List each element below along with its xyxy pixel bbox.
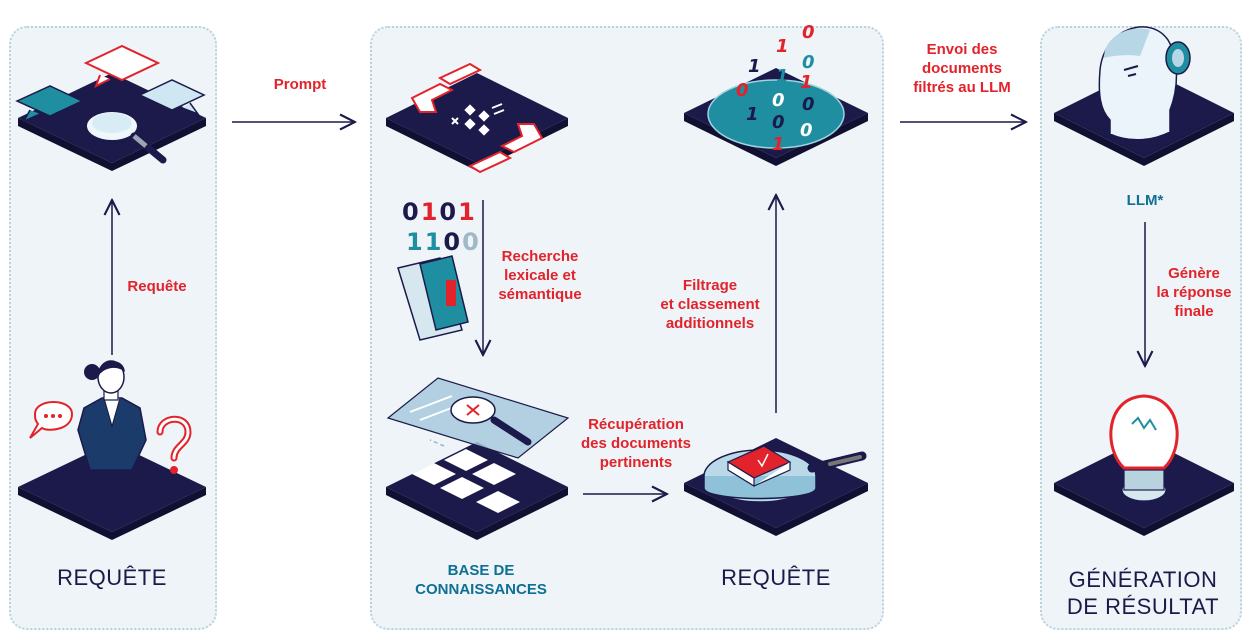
- label-recherche-line: lexicale et: [504, 267, 576, 284]
- portal-digit: 0: [802, 22, 815, 43]
- label-genere-line: Génère: [1168, 265, 1220, 282]
- label-recherche-line: Recherche: [501, 248, 579, 265]
- robot-head-illustration: [1054, 26, 1234, 166]
- svg-text:1100: 1100: [406, 228, 481, 256]
- label-recherche-line: sémantique: [498, 286, 582, 303]
- title-requete-left: REQUÊTE: [17, 564, 207, 591]
- label-prompt: Prompt: [255, 75, 345, 94]
- label-filtrage-line: additionnels: [665, 315, 755, 332]
- chat-search-illustration: [15, 44, 206, 171]
- light-bulb-illustration: [1054, 394, 1234, 536]
- label-genere-line: finale: [1174, 303, 1214, 320]
- label-recuperation-line: Récupération: [588, 416, 684, 433]
- label-envoi: Envoi des documents filtrés au LLM: [902, 40, 1022, 97]
- svg-text:0101: 0101: [402, 198, 477, 226]
- label-genere-line: la réponse: [1156, 284, 1232, 301]
- title-llm-text: LLM*: [1126, 192, 1164, 209]
- flow-arrows: [112, 122, 1145, 494]
- book-search-illustration: [684, 438, 868, 536]
- binary-portal-illustration: 0 1 0 1 1 1 0 0 0 1 0 0 0 1: [684, 22, 868, 166]
- label-prompt-text: Prompt: [273, 76, 327, 93]
- portal-digit: 0: [800, 120, 813, 141]
- title-requete-mid-text: REQUÊTE: [721, 565, 831, 590]
- portal-digit: 0: [802, 52, 815, 73]
- label-envoi-line: Envoi des: [926, 41, 998, 58]
- portal-digit: 1: [748, 56, 761, 77]
- title-generation: GÉNÉRATION DE RÉSULTAT: [1048, 566, 1238, 620]
- title-base-line: BASE DE: [447, 562, 515, 579]
- user-illustration: [18, 360, 206, 540]
- label-filtrage-line: et classement: [660, 296, 760, 313]
- label-filtrage: Filtrage et classement additionnels: [650, 276, 770, 333]
- portal-digit: 0: [736, 80, 749, 101]
- title-base-connaissances: BASE DE CONNAISSANCES: [396, 561, 566, 599]
- prompt-processing-illustration: [386, 62, 568, 174]
- label-requete-text: Requête: [127, 278, 187, 295]
- knowledge-base-illustration: [386, 377, 570, 540]
- binary-document-illustration: 0101 1100: [397, 198, 481, 341]
- title-llm: LLM*: [1100, 191, 1190, 210]
- portal-digit: 0: [772, 112, 785, 133]
- title-requete-mid: REQUÊTE: [686, 564, 866, 591]
- label-recuperation-line: des documents: [580, 435, 692, 452]
- portal-digit: 1: [776, 36, 789, 57]
- portal-digit: 0: [742, 126, 755, 147]
- label-recuperation: Récupération des documents pertinents: [566, 415, 706, 472]
- portal-digit: 1: [800, 72, 813, 93]
- title-requete-left-text: REQUÊTE: [57, 565, 167, 590]
- label-envoi-line: filtrés au LLM: [913, 79, 1011, 96]
- label-requete: Requête: [112, 277, 202, 296]
- title-generation-line: GÉNÉRATION: [1068, 567, 1218, 592]
- portal-digit: 1: [746, 104, 759, 125]
- label-filtrage-line: Filtrage: [682, 277, 738, 294]
- portal-digit: 1: [776, 66, 789, 87]
- title-generation-line: DE RÉSULTAT: [1066, 594, 1220, 619]
- title-base-line: CONNAISSANCES: [415, 581, 547, 598]
- label-recuperation-line: pertinents: [599, 454, 673, 471]
- portal-digit: 0: [802, 94, 815, 115]
- label-envoi-line: documents: [921, 60, 1002, 77]
- portal-digit: 1: [772, 134, 785, 155]
- label-genere: Génère la réponse finale: [1148, 264, 1240, 321]
- portal-digit: 0: [772, 90, 785, 111]
- label-recherche: Recherche lexicale et sémantique: [490, 247, 590, 304]
